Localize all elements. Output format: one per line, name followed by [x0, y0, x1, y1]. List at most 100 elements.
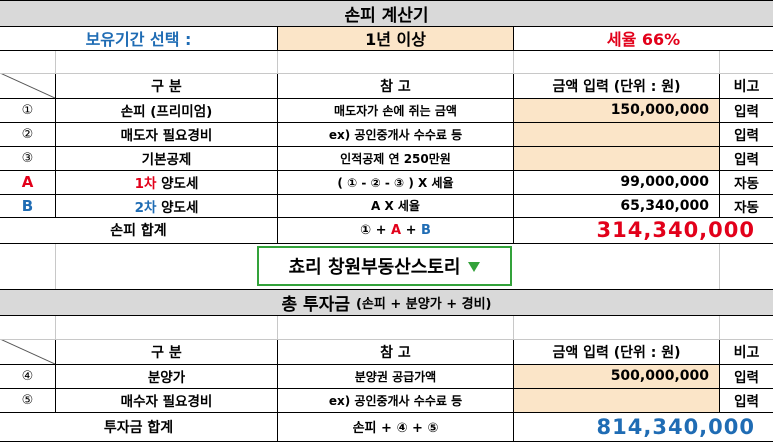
total-ref-part: B [421, 222, 431, 238]
row-label: 2차 양도세 [55, 194, 277, 217]
calc2-title-wrap: 총 투자금 (손피 + 분양가 + 경비) [0, 289, 773, 315]
header-amount: 금액 입력 (단위 : 원) [513, 73, 719, 98]
spacer-grid [55, 50, 56, 73]
spacer-grid [277, 50, 278, 73]
table-row: ① 손피 (프리미엄) 매도자가 손에 쥐는 금액 150,000,000 입력 [0, 98, 773, 122]
row-label: 1차 양도세 [55, 170, 277, 194]
header-div: 구 분 [55, 73, 277, 98]
tax-rate: 세율 66% [513, 26, 773, 50]
amount-input[interactable]: 150,000,000 [513, 98, 719, 122]
grid-line [0, 170, 773, 171]
grid-line [0, 0, 773, 1]
grid-line [0, 194, 773, 195]
row-note: 입력 [719, 146, 773, 170]
calc2-header-row: 구 분 참 고 금액 입력 (단위 : 원) 비고 [0, 339, 773, 364]
row-note: 입력 [719, 388, 773, 412]
total-ref-part: A [391, 222, 402, 238]
header-amount: 금액 입력 (단위 : 원) [513, 339, 719, 364]
spacer-grid [719, 315, 720, 339]
table-row: ③ 기본공제 인적공제 연 250만원 입력 [0, 146, 773, 170]
row-note: 입력 [719, 98, 773, 122]
row-no: ③ [21, 150, 34, 166]
diagonal-header-cell [0, 339, 55, 364]
calc1-title: 손피 계산기 [344, 5, 429, 26]
spacer-grid [719, 243, 720, 289]
table-row: A 1차 양도세 ( ① - ② - ③ ) X 세율 99,000,000 자… [0, 170, 773, 194]
grid-line [0, 98, 773, 99]
row-label: 손피 (프리미엄) [55, 98, 277, 122]
grid-line [0, 122, 773, 123]
blog-dropdown[interactable]: 쵸리 창원부동산스토리 [257, 246, 512, 286]
calc1-title-row: 손피 계산기 [0, 0, 773, 26]
spacer-row-1 [0, 50, 773, 73]
row-ref: A X 세율 [277, 194, 513, 217]
header-note: 비고 [719, 339, 773, 364]
row-label-suffix: 양도세 [156, 199, 199, 216]
dropdown-row [0, 243, 773, 289]
grid-line [0, 146, 773, 147]
row-no: ⑤ [21, 392, 34, 408]
row-ref: 분양권 공급가액 [277, 364, 513, 388]
spacer-grid [513, 50, 514, 73]
calc2-total-row: 투자금 합계 손피 + ④ + ⑤ 814,340,000 [0, 412, 773, 441]
amount-value: 99,000,000 [513, 170, 719, 194]
table-row: ⑤ 매수자 필요경비 ex) 공인중개사 수수료 등 입력 [0, 388, 773, 412]
row-label-prefix: 1차 [134, 176, 157, 192]
period-row: 보유기간 선택 : 1년 이상 세율 66% [0, 26, 773, 50]
row-label: 기본공제 [55, 146, 277, 170]
grid-line [0, 339, 773, 340]
total-ref: ① + A + B [277, 217, 513, 243]
header-div: 구 분 [55, 339, 277, 364]
period-label: 보유기간 선택 : [85, 30, 192, 49]
row-ref: ex) 공인중개사 수수료 등 [277, 388, 513, 412]
spacer-grid [55, 315, 56, 339]
total-label: 손피 합계 [110, 223, 167, 239]
grid-line [0, 217, 773, 218]
row-note: 입력 [719, 364, 773, 388]
diagonal-header-cell [0, 73, 55, 98]
grid-line [0, 315, 773, 316]
grid-line [0, 364, 773, 365]
table-row: ② 매도자 필요경비 ex) 공인중개사 수수료 등 입력 [0, 122, 773, 146]
row-note: 입력 [719, 122, 773, 146]
total-ref-part: + [401, 222, 422, 238]
amount-input[interactable]: 500,000,000 [513, 364, 719, 388]
header-ref: 참 고 [277, 339, 513, 364]
calc2-title: 총 투자금 [281, 294, 350, 315]
row-no: ① [21, 102, 34, 118]
total-label: 투자금 합계 [103, 419, 174, 436]
row-no: B [21, 196, 34, 215]
row-ref: ( ① - ② - ③ ) X 세율 [277, 170, 513, 194]
amount-input[interactable] [513, 122, 719, 146]
total-ref: 손피 + ④ + ⑤ [277, 412, 513, 441]
header-note: 비고 [719, 73, 773, 98]
row-ref: ex) 공인중개사 수수료 등 [277, 122, 513, 146]
calc1-header-row: 구 분 참 고 금액 입력 (단위 : 원) 비고 [0, 73, 773, 98]
spacer-row-2 [0, 315, 773, 339]
table-row: B 2차 양도세 A X 세율 65,340,000 자동 [0, 194, 773, 217]
grid-line [0, 243, 773, 244]
row-label-suffix: 양도세 [156, 176, 199, 192]
dropdown-label: 쵸리 창원부동산스토리 [288, 257, 461, 278]
period-select[interactable]: 1년 이상 [277, 26, 513, 50]
dropdown-arrow-icon[interactable] [468, 262, 481, 272]
spacer-grid [277, 315, 278, 339]
row-label: 분양가 [55, 364, 277, 388]
row-label-prefix: 2차 [134, 199, 157, 216]
grid-line [0, 50, 773, 51]
spacer-grid [55, 243, 56, 289]
grid-line [0, 289, 773, 290]
grid-line [0, 388, 773, 389]
calc2-title-row: 총 투자금 (손피 + 분양가 + 경비) [0, 289, 773, 315]
row-note: 자동 [719, 194, 773, 217]
calc1-total-row: 손피 합계 ① + A + B 314,340,000 [0, 217, 773, 243]
row-ref: 매도자가 손에 쥐는 금액 [277, 98, 513, 122]
table-row: ④ 분양가 분양권 공급가액 500,000,000 입력 [0, 364, 773, 388]
grid-line [0, 73, 773, 74]
header-ref: 참 고 [277, 73, 513, 98]
amount-input[interactable] [513, 388, 719, 412]
total-amount: 814,340,000 [513, 412, 773, 441]
spacer-grid [719, 50, 720, 73]
amount-input[interactable] [513, 146, 719, 170]
row-note: 자동 [719, 170, 773, 194]
